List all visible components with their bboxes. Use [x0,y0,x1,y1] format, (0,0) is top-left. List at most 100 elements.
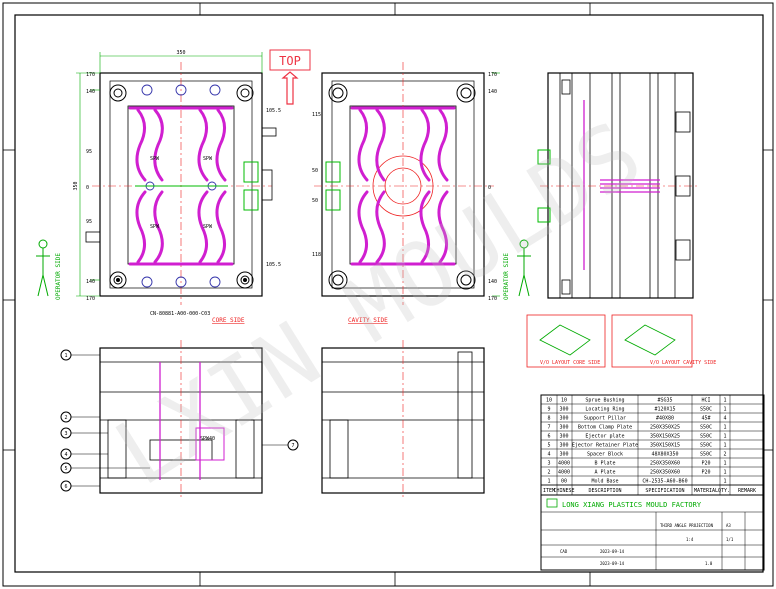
bom-mat: S50C [700,407,712,413]
sheet-label: 1/1 [726,537,734,542]
bom-mat: P20 [701,461,710,467]
operator-side-right: OPERATOR SIDE [503,253,510,300]
projection-label: THIRD ANGLE PROJECTION [660,523,714,528]
bom-desc: B Plate [594,461,615,467]
spw40-label: SPW40 [200,436,215,442]
bom-desc: Ejector plate [585,434,624,440]
bom-no: 1 [547,479,550,485]
bom-no: 8 [547,416,550,422]
dim-140-cav-top: 140 [488,89,497,95]
bom-mat: S50C [700,443,712,449]
side-section-view-2 [321,340,485,500]
vo-layout-core: V/O LAYOUT CORE SIDE [526,314,606,368]
bom-spec: #120X15 [654,407,675,413]
bom-code: 4000 [558,461,570,467]
balloon-2: 2 [64,415,67,421]
bom-desc: Sprue Bushing [585,398,624,404]
bom-no: 3 [547,461,550,467]
item-balloons: 1 2 3 4 5 6 7 [60,349,299,492]
bom-h-spec: SPECIFICATION [645,488,684,494]
spw-label-3: SPW [150,224,160,230]
dim-115: 115 [312,112,321,118]
dim-140-bottom: 140 [86,279,95,285]
bom-qty: 1 [723,461,726,467]
bom-no: 5 [547,443,550,449]
top-marker: TOP [269,49,311,105]
bom-no: 4 [547,452,550,458]
bom-mat: P20 [701,470,710,476]
bom-h-desc: DESCRIPTION [588,488,621,494]
bom-desc: Locating Ring [585,407,624,413]
bom-code: 4000 [558,470,570,476]
dim-top-width: 350 [176,50,185,56]
dim-0-cav: 0 [488,185,491,191]
bom-desc: Mold Base [591,479,618,485]
operator-figure-right [517,239,531,297]
bom-mat: 45# [701,416,710,422]
bom-mat: S50C [700,434,712,440]
bom-qty: 1 [723,470,726,476]
dim-0: 0 [86,185,89,191]
dim-95b: 95 [86,219,92,225]
bom-code: 300 [559,434,568,440]
drw-label: CAD [560,549,568,554]
dim-140-cav-bottom: 140 [488,279,497,285]
dim-170-bottom: 170 [86,296,95,302]
vo-layout-cavity: V/O LAYOUT CAVITY SIDE [611,314,716,368]
bom-h-chinese: CHINESE [553,488,574,494]
bom-h-item: ITEM [543,488,555,494]
bom-spec: 350X150X25 [650,434,680,440]
front-section-view: SPW40 [99,340,263,500]
dim-105-bottom: 105.5 [266,262,281,268]
company-logo-icon [546,498,558,508]
core-tag: CN-80881-A00-000-C03 [150,311,210,317]
date-2: 2023-09-14 [600,561,625,566]
dim-left-height: 350 [73,181,79,190]
bom-code: 300 [559,407,568,413]
core-side-view: SPW SPW SPW SPW 350 350 170 140 95 0 95 … [73,50,281,324]
dim-50-bottom: 50 [312,198,318,204]
dim-50-top: 50 [312,168,318,174]
balloon-7: 7 [291,443,294,449]
bom-mat: HCI [701,398,710,404]
bom-no: 10 [546,398,552,404]
bom-qty: 1 [723,425,726,431]
balloon-3: 3 [64,431,67,437]
dim-170-cav-bottom: 170 [488,296,497,302]
bom-desc: A Plate [594,470,615,476]
bom-qty: 1 [723,443,726,449]
inner-frame [14,14,764,573]
title-block: LONG XIANG PLASTICS MOULD FACTORY THIRD … [540,494,765,571]
up-arrow-icon [281,71,299,105]
bom-code: 300 [559,416,568,422]
vo-cavity-label: V/O LAYOUT CAVITY SIDE [650,360,716,366]
bom-qty: 4 [723,416,726,422]
frame-ticks [3,3,773,586]
spw-label-2: SPW [203,156,213,162]
bom-code: 300 [559,452,568,458]
dim-170-top: 170 [86,72,95,78]
bom-desc: Spacer Block [587,452,623,458]
side-section-view [537,72,700,299]
bom-code: 300 [559,425,568,431]
bom-qty: 1 [723,398,726,404]
bom-spec: 250X350X25 [650,425,680,431]
bom-code: 10 [561,398,567,404]
bom-mat: S50C [700,452,712,458]
bom-qty: 1 [723,479,726,485]
spw-label-4: SPW [203,224,213,230]
bom-spec: 250X350X60 [650,470,680,476]
top-label: TOP [279,54,301,68]
bom-spec: 48X80X350 [651,452,678,458]
bom-desc: Bottom Clamp Plate [578,425,632,431]
bom-code: 300 [559,443,568,449]
spw-label-1: SPW [150,156,160,162]
cavity-side-view: 115 50 50 118 170 140 0 140 170 CAVITY S… [312,62,500,324]
rev-label: 1.0 [705,561,713,566]
balloon-5: 5 [64,466,67,472]
bom-h-mat: MATERIAL [694,488,718,494]
bom-no: 2 [547,470,550,476]
